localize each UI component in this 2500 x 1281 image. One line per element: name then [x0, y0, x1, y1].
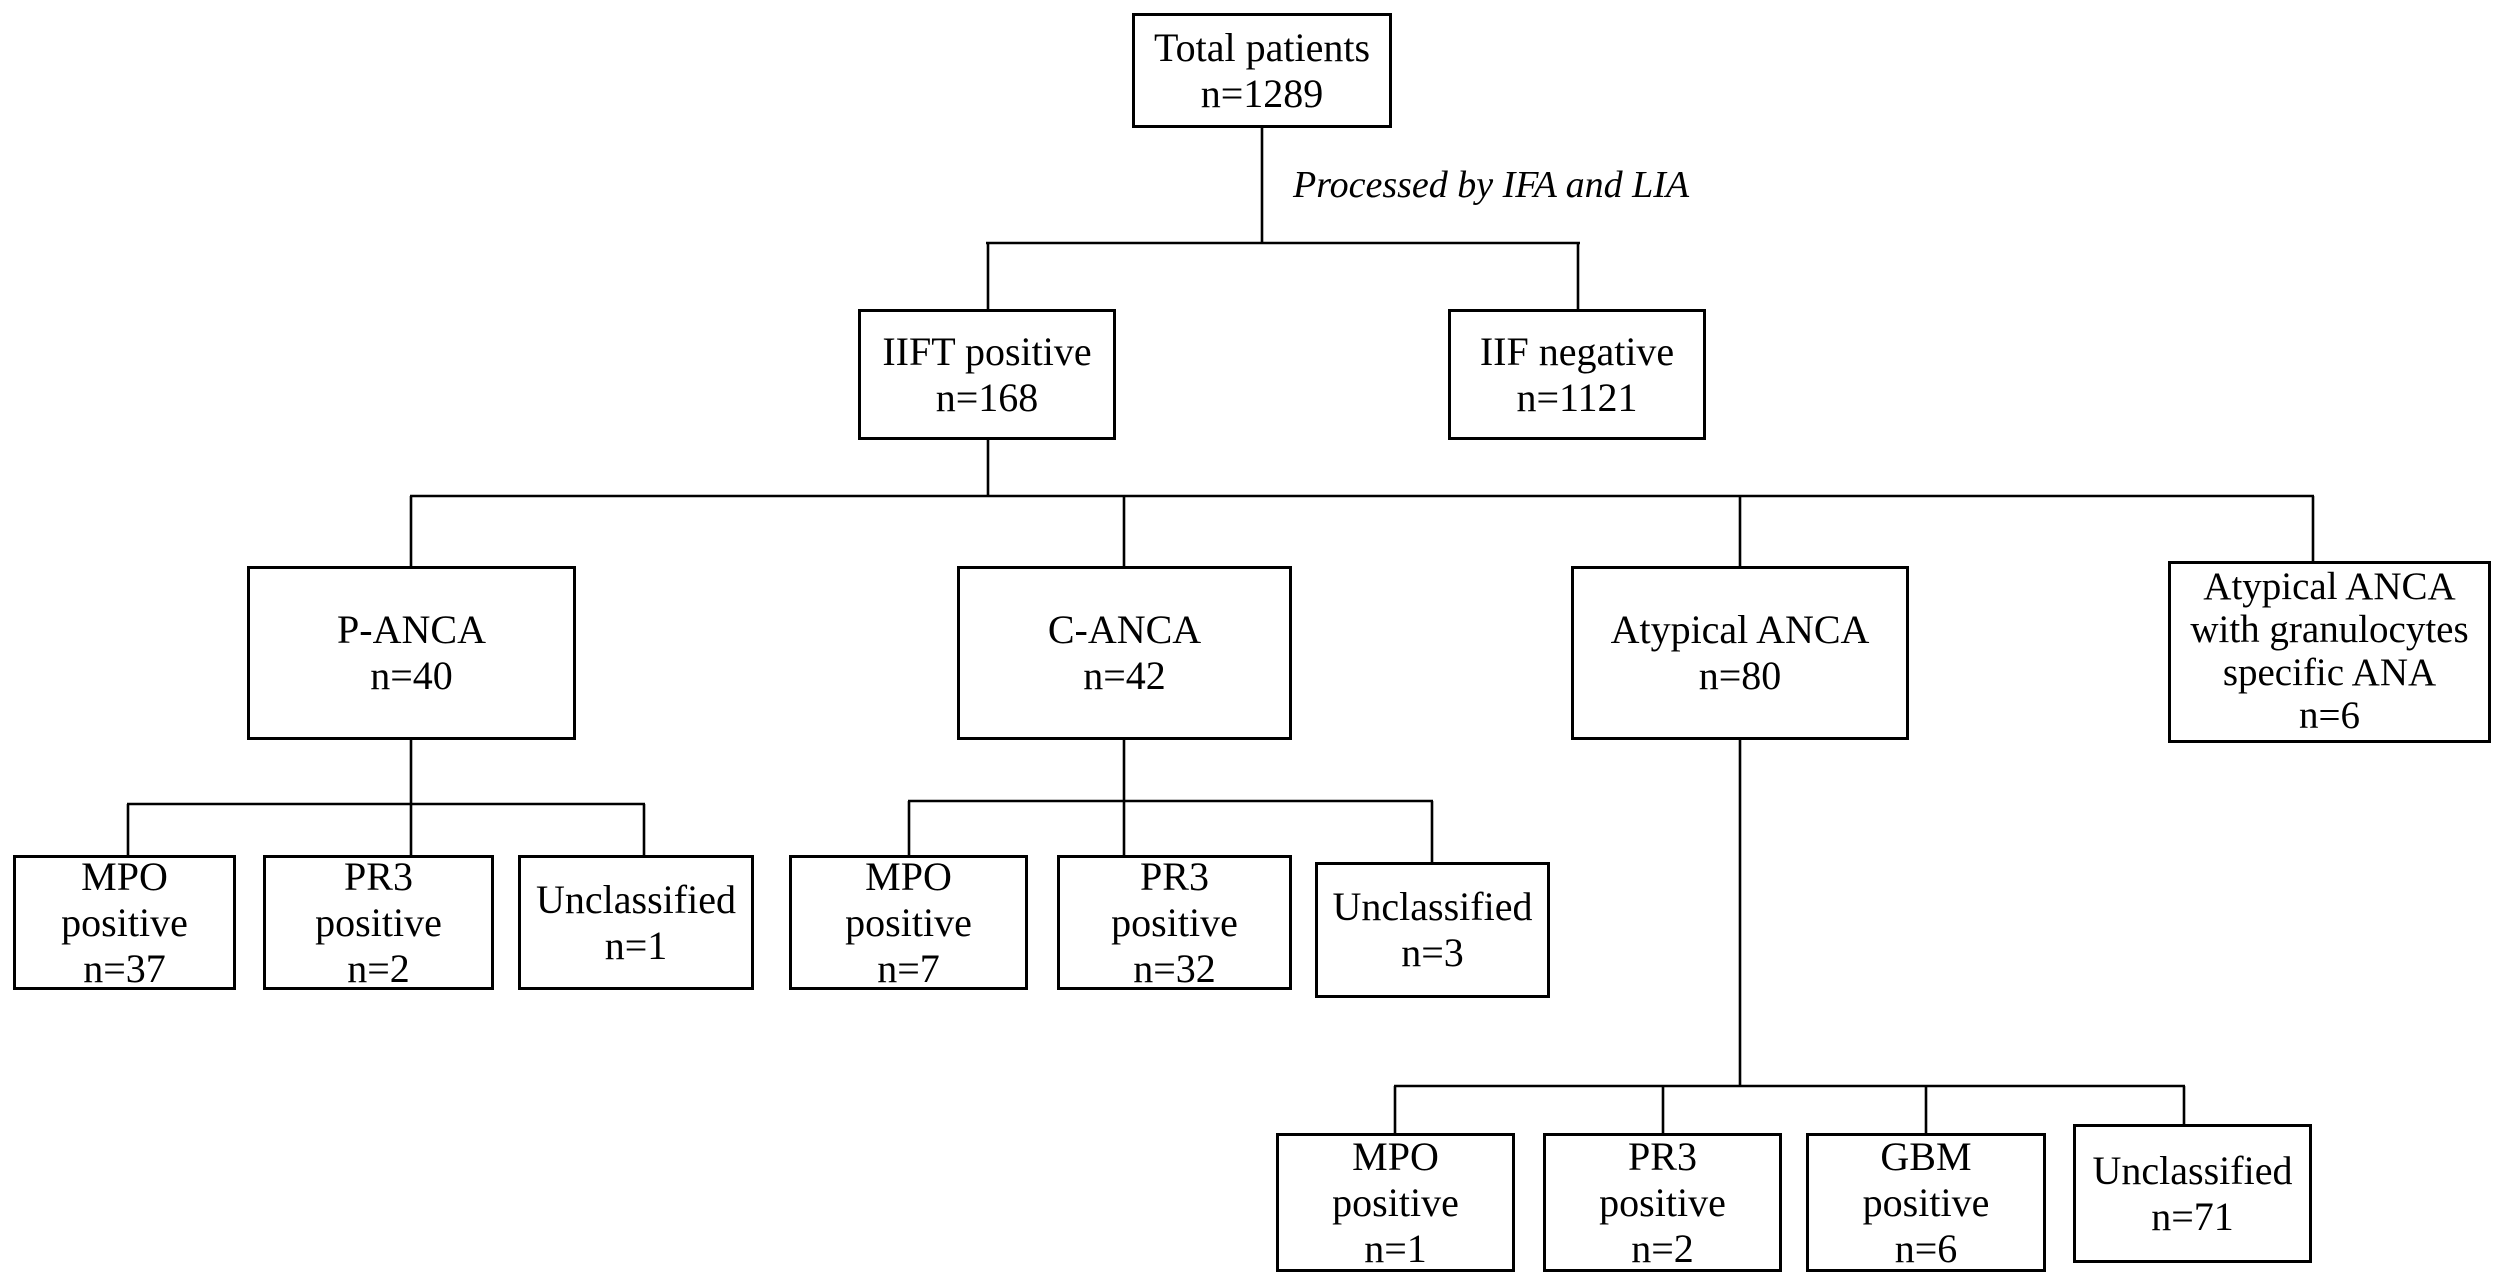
node-atypical-gbm-positive: GBM positive n=6 — [1806, 1133, 2046, 1272]
node-c-anca: C-ANCA n=42 — [957, 566, 1292, 740]
node-atypical-mpo-positive: MPO positive n=1 — [1276, 1133, 1515, 1272]
node-atypical-anca: Atypical ANCA n=80 — [1571, 566, 1909, 740]
node-p-anca: P-ANCA n=40 — [247, 566, 576, 740]
node-atypical-anca-granulocytes-ana: Atypical ANCA with granulocytes specific… — [2168, 561, 2491, 743]
node-panca-pr3-positive: PR3 positive n=2 — [263, 854, 494, 991]
node-panca-mpo-positive: MPO positive n=37 — [13, 854, 236, 991]
node-canca-unclassified: Unclassified n=3 — [1315, 862, 1550, 998]
node-atypical-unclassified: Unclassified n=71 — [2073, 1124, 2312, 1263]
node-iift-positive: IIFT positive n=168 — [858, 309, 1116, 440]
node-iif-negative: IIF negative n=1121 — [1448, 309, 1706, 440]
node-atypical-pr3-positive: PR3 positive n=2 — [1543, 1133, 1782, 1272]
node-total-patients: Total patients n=1289 — [1132, 13, 1392, 128]
process-annotation: Processed by IFA and LIA — [1293, 164, 1690, 206]
node-panca-unclassified: Unclassified n=1 — [518, 855, 754, 990]
node-canca-pr3-positive: PR3 positive n=32 — [1057, 854, 1292, 991]
node-canca-mpo-positive: MPO positive n=7 — [789, 854, 1028, 991]
